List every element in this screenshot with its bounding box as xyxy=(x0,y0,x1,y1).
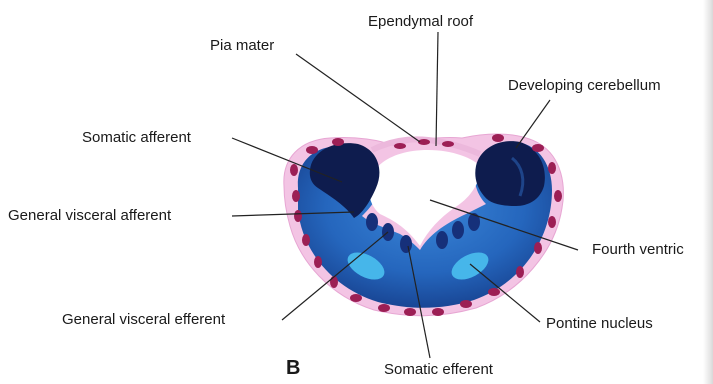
label-general-visceral-afferent: General visceral afferent xyxy=(8,208,171,223)
pia-dot xyxy=(306,146,318,154)
pia-dot xyxy=(294,210,302,222)
label-somatic-efferent: Somatic efferent xyxy=(384,362,493,377)
label-pontine-nucleus: Pontine nucleus xyxy=(546,316,653,331)
pia-dot xyxy=(442,141,454,147)
label-ependymal-roof: Ependymal roof xyxy=(368,14,473,29)
pia-dot xyxy=(394,143,406,149)
pia-dot xyxy=(554,190,562,202)
left-nucleus-1 xyxy=(366,213,378,231)
pia-dot xyxy=(290,164,298,176)
pia-dot xyxy=(404,308,416,316)
leader-pia-mater xyxy=(296,54,420,142)
pia-dot xyxy=(548,216,556,228)
pia-dot xyxy=(460,300,472,308)
pia-dot xyxy=(534,242,542,254)
label-fourth-ventricle: Fourth ventric xyxy=(592,242,684,257)
pia-dot xyxy=(432,308,444,316)
right-nucleus-2 xyxy=(452,221,464,239)
pia-dot xyxy=(488,288,500,296)
right-nucleus-1 xyxy=(436,231,448,249)
pia-dot xyxy=(350,294,362,302)
pia-dot xyxy=(492,134,504,142)
pia-dot xyxy=(314,256,322,268)
label-general-visceral-efferent: General visceral efferent xyxy=(62,312,225,327)
pia-dot xyxy=(292,190,300,202)
leader-ependymal-roof xyxy=(436,32,438,146)
pia-dot xyxy=(516,266,524,278)
pia-dot xyxy=(330,276,338,288)
pia-dot xyxy=(378,304,390,312)
pia-dot xyxy=(532,144,544,152)
left-nucleus-3 xyxy=(400,235,412,253)
label-developing-cerebellum: Developing cerebellum xyxy=(508,78,661,93)
pia-dot xyxy=(332,138,344,146)
pia-dot xyxy=(302,234,310,246)
label-somatic-afferent: Somatic afferent xyxy=(82,130,191,145)
page-edge-shadow xyxy=(703,0,713,384)
label-pia-mater: Pia mater xyxy=(210,38,274,53)
pia-dot xyxy=(548,162,556,174)
panel-letter: B xyxy=(286,358,300,378)
